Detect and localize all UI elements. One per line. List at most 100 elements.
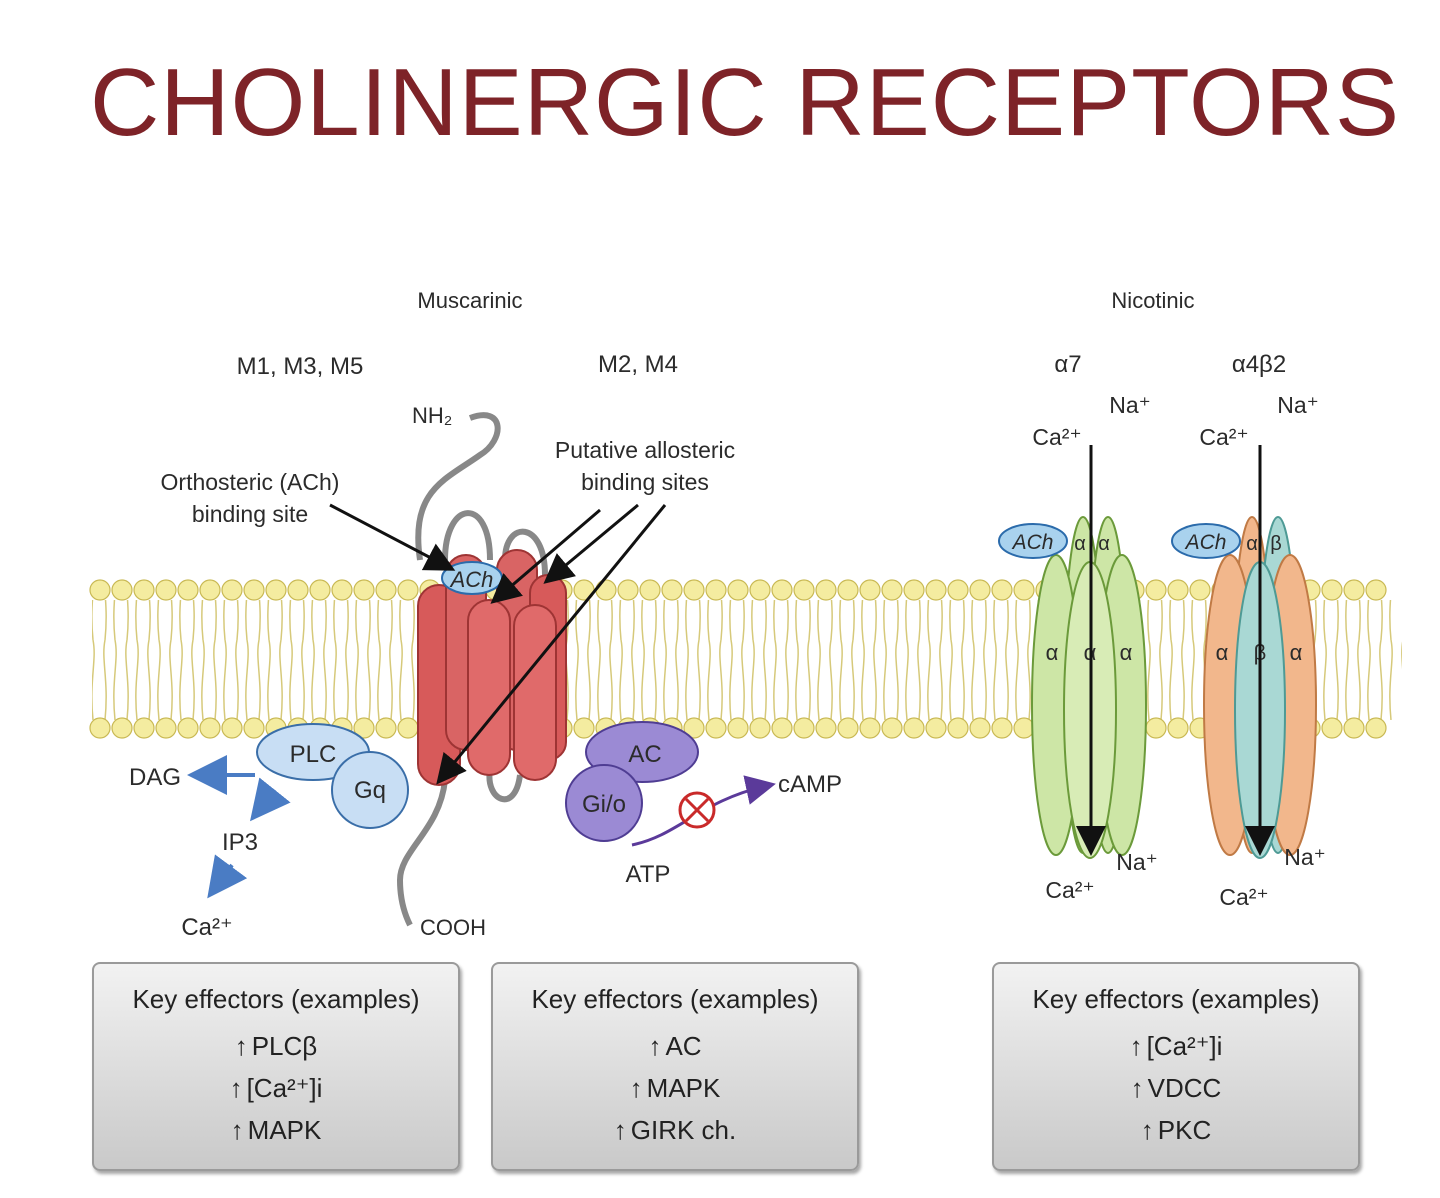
up-arrow-icon: ↑	[1130, 1073, 1144, 1103]
lipid-head	[111, 579, 133, 601]
ca-muscarinic-label: Ca²⁺	[181, 914, 232, 941]
lipid-head	[661, 579, 683, 601]
muscarinic-label: Muscarinic	[417, 288, 522, 313]
lipid-head	[309, 579, 331, 601]
up-arrow-icon: ↑	[629, 1073, 643, 1103]
up-arrow-icon: ↑	[613, 1115, 627, 1145]
ca-alpha4beta2-out-label: Ca²⁺	[1219, 884, 1268, 910]
lipid-head	[199, 579, 221, 601]
lipid-head	[595, 579, 617, 601]
lipid-head	[639, 579, 661, 601]
lipid-head	[111, 717, 133, 739]
lipid-head	[133, 717, 155, 739]
ip3-label: IP3	[222, 829, 258, 856]
ach-alpha4beta2-label: ACh	[1184, 531, 1227, 554]
lipid-head	[947, 717, 969, 739]
ach-alpha7-label: ACh	[1011, 531, 1054, 554]
m24-label: M2, M4	[598, 351, 678, 378]
lipid-head	[221, 717, 243, 739]
n-terminus-chain	[415, 412, 501, 561]
effectors-box-m135: Key effectors (examples) ↑PLCβ ↑[Ca²⁺]i …	[92, 962, 460, 1171]
lipid-head	[815, 579, 837, 601]
up-arrow-icon: ↑	[234, 1031, 248, 1061]
lipid-head	[331, 579, 353, 601]
alpha4beta2-label: α4β2	[1232, 351, 1286, 378]
lipid-head	[1365, 579, 1387, 601]
alpha7-subunit-top-1: α	[1074, 533, 1086, 555]
muscarinic-receptor: ACh	[417, 549, 567, 786]
lipid-head	[749, 717, 771, 739]
lipid-head	[969, 579, 991, 601]
alpha7-subunit-top-2: α	[1098, 533, 1110, 555]
lipid-head	[1321, 717, 1343, 739]
lipid-head	[815, 717, 837, 739]
lipid-head	[1321, 579, 1343, 601]
na-alpha4beta2-out-label: Na⁺	[1284, 844, 1326, 870]
lipid-head	[353, 579, 375, 601]
lipid-head	[155, 717, 177, 739]
effectors-heading: Key effectors (examples)	[531, 984, 819, 1014]
lipid-head	[793, 579, 815, 601]
lipid-head	[881, 579, 903, 601]
blocked-icon	[678, 791, 716, 829]
lipid-head	[243, 579, 265, 601]
atp-label: ATP	[626, 861, 671, 888]
lipid-head	[705, 579, 727, 601]
lipid-head	[1343, 717, 1365, 739]
gio-label: Gi/o	[582, 791, 626, 818]
alpha7-label: α7	[1054, 351, 1081, 378]
lipid-head	[683, 717, 705, 739]
up-arrow-icon: ↑	[229, 1073, 243, 1103]
c-terminus-chain	[396, 779, 448, 927]
nicotinic-label: Nicotinic	[1111, 288, 1194, 313]
effector-item: PKC	[1157, 1115, 1212, 1145]
effector-item: VDCC	[1147, 1073, 1222, 1103]
lipid-head	[375, 579, 397, 601]
plc-label: PLC	[290, 741, 337, 768]
up-arrow-icon: ↑	[1129, 1031, 1143, 1061]
lipid-head	[1167, 717, 1189, 739]
lipid-head	[991, 579, 1013, 601]
page-title: CHOLINERGIC RECEPTORS	[89, 49, 1401, 156]
lipid-head	[1189, 579, 1211, 601]
alpha7-subunit-1: α	[1046, 640, 1059, 665]
orthosteric-label-line2: binding site	[192, 501, 308, 527]
lipid-head	[155, 579, 177, 601]
dag-label: DAG	[129, 764, 181, 791]
lipid-head	[573, 717, 595, 739]
lipid-head	[375, 717, 397, 739]
lipid-head	[925, 579, 947, 601]
effector-item: [Ca²⁺]i	[246, 1073, 323, 1103]
lipid-head	[1145, 579, 1167, 601]
lipid-head	[771, 579, 793, 601]
up-arrow-icon: ↑	[230, 1115, 244, 1145]
lipid-head	[243, 717, 265, 739]
ach-muscarinic-label: ACh	[449, 567, 494, 592]
lipid-head	[925, 717, 947, 739]
lipid-head	[837, 717, 859, 739]
effector-item: MAPK	[247, 1115, 322, 1145]
effector-item: PLCβ	[251, 1031, 318, 1061]
gq-protein	[331, 751, 409, 829]
lipid-head	[969, 717, 991, 739]
ca-alpha7-out-label: Ca²⁺	[1045, 877, 1094, 903]
lipid-head	[991, 717, 1013, 739]
lipid-head	[133, 579, 155, 601]
lipid-head	[397, 717, 419, 739]
lipid-head	[1167, 579, 1189, 601]
effectors-heading: Key effectors (examples)	[1032, 984, 1320, 1014]
alpha4beta2-subunit-alpha-2: α	[1290, 640, 1303, 665]
lipid-head	[199, 717, 221, 739]
lipid-head	[727, 579, 749, 601]
effectors-box-nicotinic: Key effectors (examples) ↑[Ca²⁺]i ↑VDCC …	[992, 962, 1360, 1171]
na-alpha7-out-label: Na⁺	[1116, 849, 1158, 875]
lipid-head	[353, 717, 375, 739]
lipid-head	[221, 579, 243, 601]
gq-label: Gq	[354, 777, 386, 804]
na-alpha4beta2-in-label: Na⁺	[1277, 392, 1319, 418]
effectors-heading: Key effectors (examples)	[132, 984, 420, 1014]
orthosteric-label-line1: Orthosteric (ACh)	[161, 469, 340, 495]
lipid-head	[1013, 717, 1035, 739]
lipid-head	[947, 579, 969, 601]
up-arrow-icon: ↑	[1140, 1115, 1154, 1145]
